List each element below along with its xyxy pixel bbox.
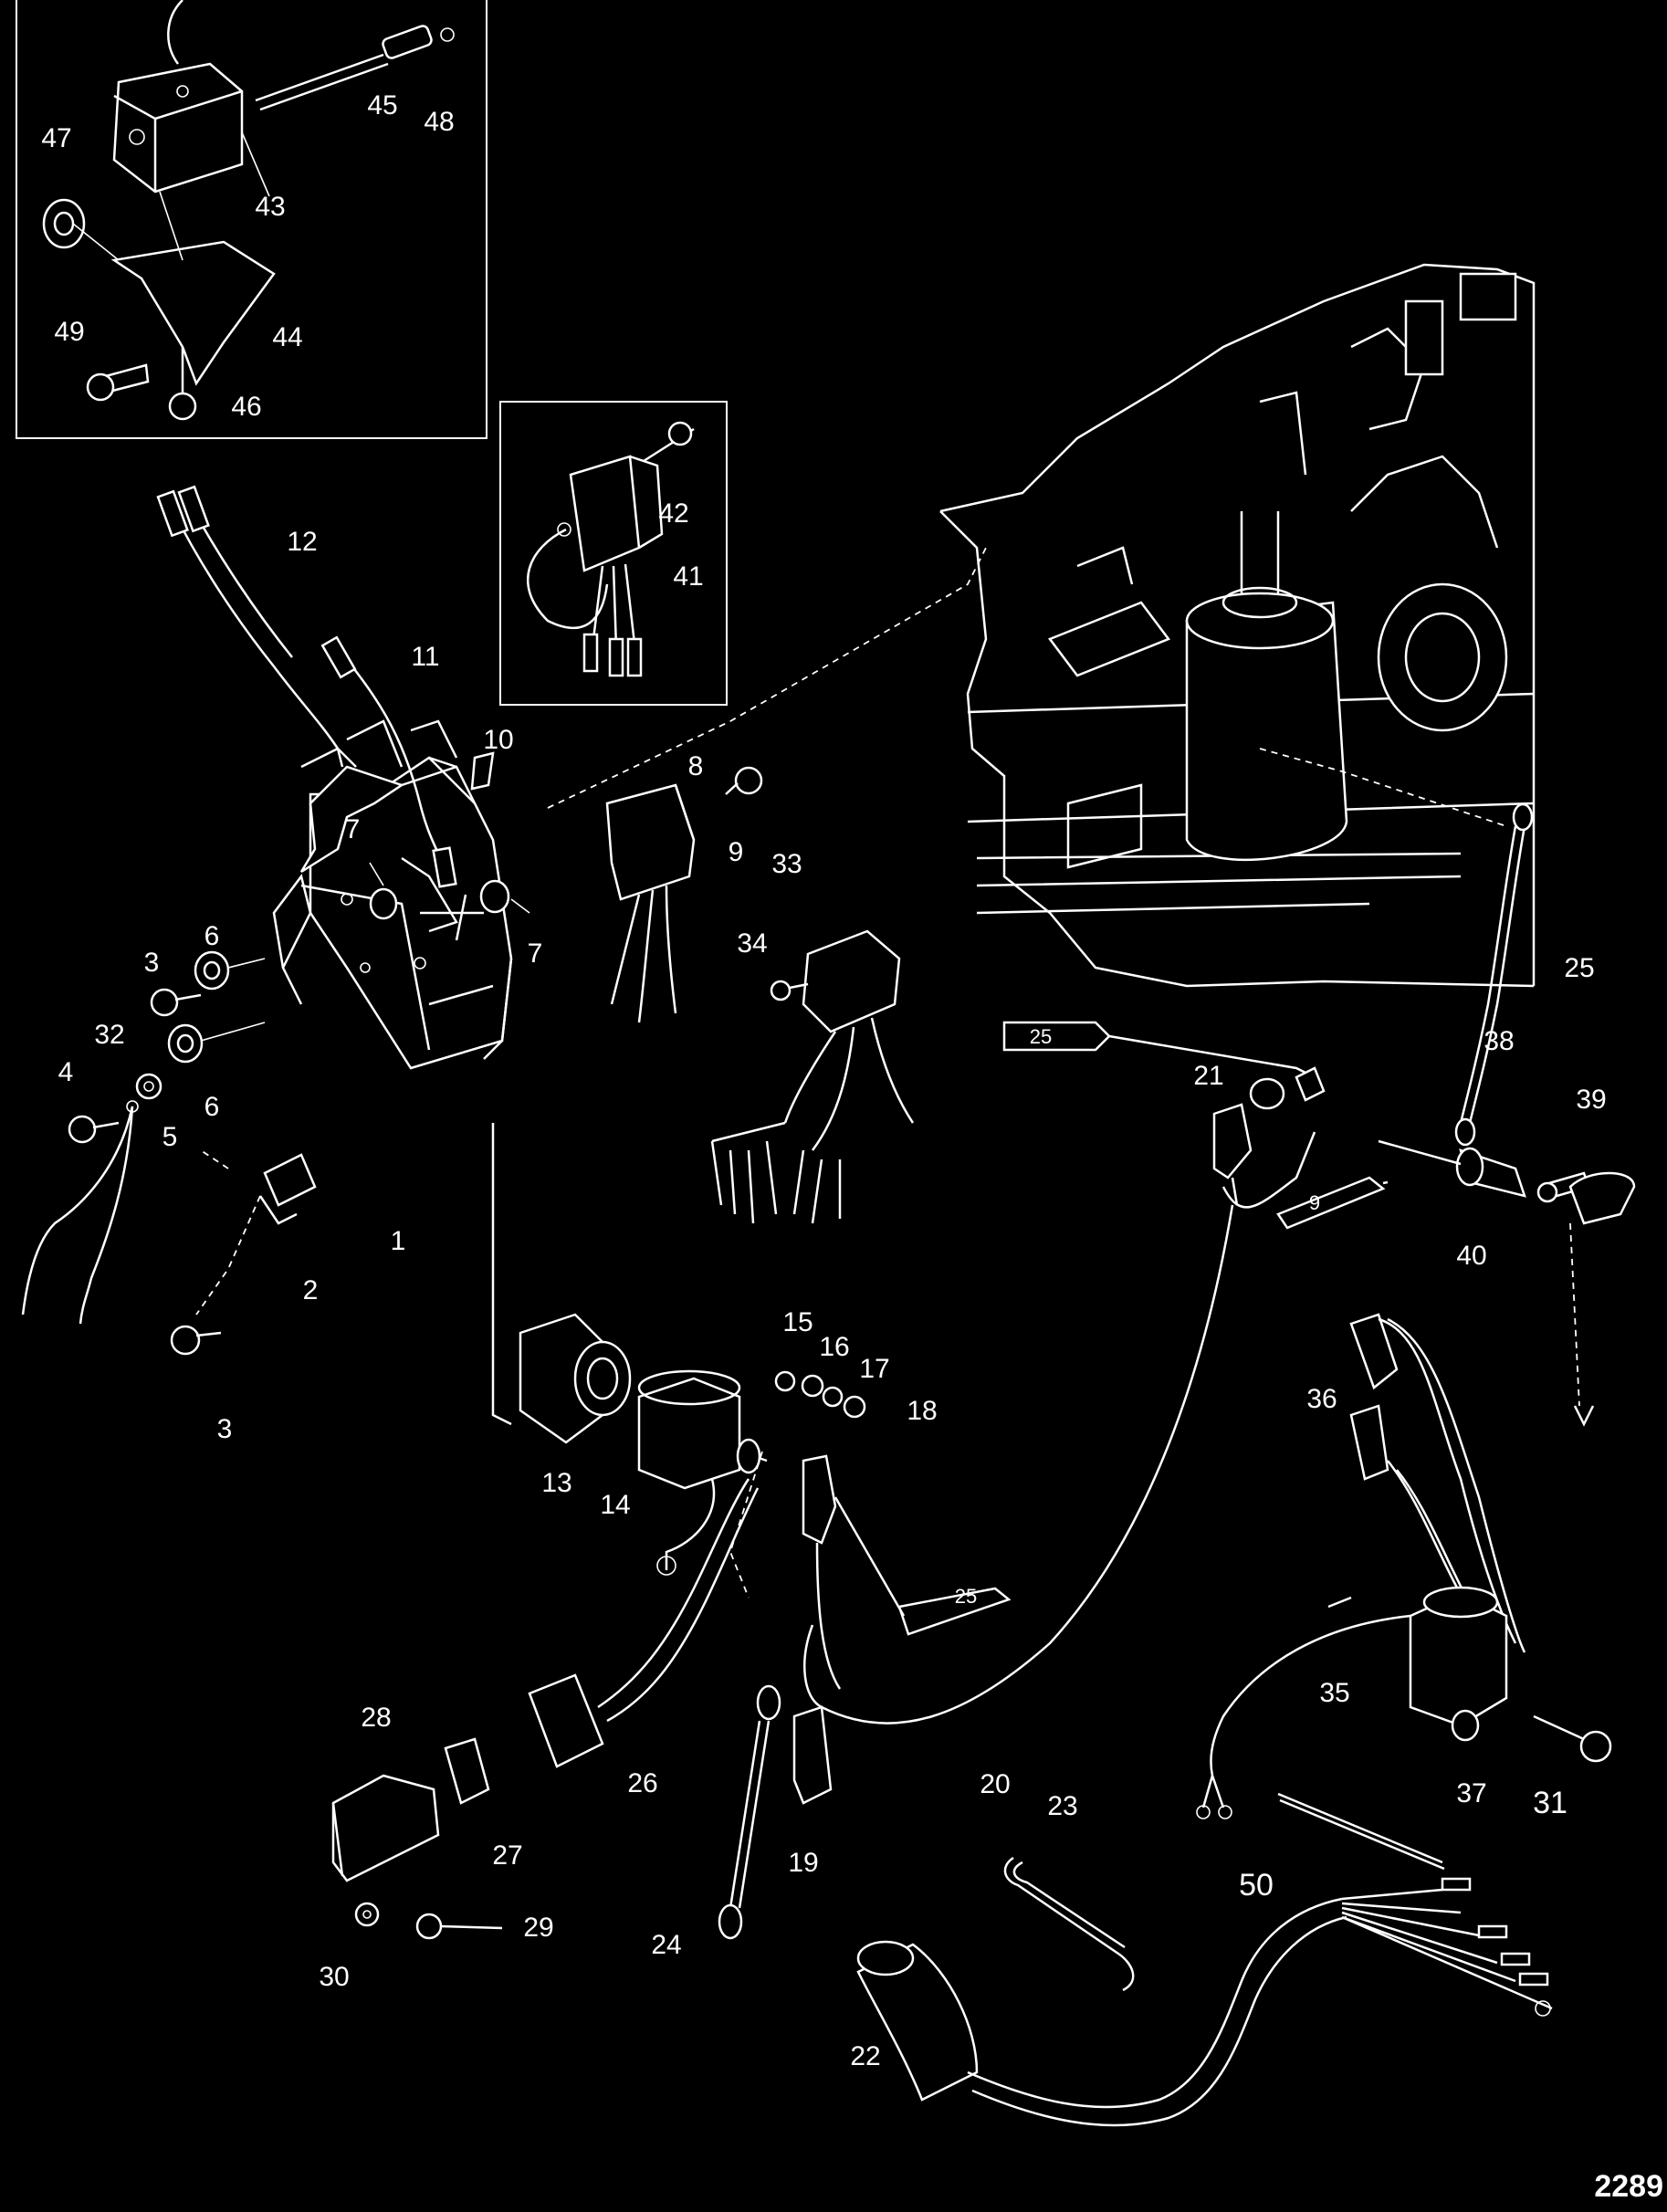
part-label: 21 bbox=[1193, 1061, 1223, 1091]
part-label: 37 bbox=[1456, 1778, 1486, 1808]
ignition-coil bbox=[1196, 1313, 1612, 1819]
leader-line-module bbox=[547, 547, 987, 809]
part-label: 9 bbox=[729, 837, 744, 867]
part-label: 45 bbox=[367, 90, 397, 121]
part-label: 4 bbox=[58, 1057, 74, 1087]
tie-strap-50 bbox=[1277, 1792, 1443, 1864]
part-label: 15 bbox=[782, 1307, 813, 1337]
tube-marking: 25 bbox=[955, 1585, 977, 1608]
part-label: 48 bbox=[424, 107, 454, 137]
part-label: 25 bbox=[1564, 953, 1594, 983]
solenoid-assembly bbox=[491, 1123, 866, 1576]
part-label: 33 bbox=[771, 849, 802, 879]
engine-block bbox=[939, 263, 1536, 988]
part-label: 42 bbox=[658, 498, 688, 529]
main-harness-22 bbox=[856, 1856, 1553, 2127]
part-label: 44 bbox=[272, 322, 302, 352]
module-8 bbox=[605, 766, 763, 1023]
part-label: 5 bbox=[163, 1122, 178, 1152]
module-33 bbox=[710, 929, 915, 1224]
part-label: 43 bbox=[255, 192, 285, 222]
mounting-bracket bbox=[21, 719, 530, 1356]
part-label: 12 bbox=[287, 527, 317, 557]
part-label: 39 bbox=[1576, 1085, 1606, 1115]
part-label: 6 bbox=[204, 921, 220, 951]
part-label: 2 bbox=[303, 1275, 319, 1305]
part-label: 7 bbox=[345, 814, 361, 844]
part-label: 7 bbox=[528, 938, 543, 969]
part-label: 11 bbox=[411, 642, 439, 672]
part-label: 46 bbox=[231, 392, 261, 422]
module-assembly bbox=[526, 421, 695, 677]
part-label: 22 bbox=[850, 2041, 880, 2071]
part-label: 20 bbox=[980, 1769, 1010, 1799]
part-label: 31 bbox=[1533, 1786, 1567, 1820]
part-label: 26 bbox=[627, 1768, 657, 1798]
part-label: 16 bbox=[819, 1332, 849, 1362]
part-label: 13 bbox=[541, 1468, 571, 1498]
part-label: 40 bbox=[1456, 1241, 1486, 1271]
part-label: 23 bbox=[1047, 1791, 1077, 1821]
battery-cables bbox=[331, 1438, 1012, 1940]
part-label: 3 bbox=[217, 1414, 233, 1444]
inset-box-module bbox=[499, 401, 728, 706]
relay-assembly bbox=[42, 0, 455, 421]
tube-marking: 25 bbox=[1030, 1025, 1052, 1048]
part-label: 10 bbox=[483, 725, 513, 755]
part-label: 47 bbox=[41, 123, 71, 153]
part-label: 49 bbox=[54, 317, 84, 347]
part-label: 29 bbox=[523, 1913, 553, 1943]
part-label: 50 bbox=[1239, 1868, 1274, 1903]
ground-cable-25 bbox=[1002, 802, 1636, 1427]
part-label: 38 bbox=[1484, 1026, 1514, 1056]
part-label: 35 bbox=[1319, 1678, 1349, 1708]
inset-box-relay bbox=[16, 0, 488, 439]
part-label: 19 bbox=[788, 1848, 818, 1878]
part-label: 36 bbox=[1306, 1384, 1337, 1414]
part-label: 18 bbox=[907, 1396, 937, 1426]
harness-12-11 bbox=[156, 485, 495, 888]
part-label: 32 bbox=[94, 1020, 124, 1050]
drawing-number: 2289 bbox=[1594, 2169, 1663, 2204]
part-label: 41 bbox=[673, 561, 703, 592]
part-label: 24 bbox=[651, 1930, 681, 1960]
part-label: 3 bbox=[144, 948, 160, 978]
tube-marking: 9 bbox=[1309, 1191, 1320, 1214]
part-label: 14 bbox=[600, 1490, 630, 1520]
part-labels: 1 2 3 3 4 5 6 6 7 7 8 9 10 11 12 13 14 1… bbox=[41, 90, 1606, 2071]
part-label: 28 bbox=[361, 1703, 391, 1733]
part-label: 6 bbox=[204, 1092, 220, 1122]
part-label: 27 bbox=[492, 1840, 522, 1871]
part-label: 17 bbox=[859, 1354, 889, 1384]
part-label: 1 bbox=[391, 1226, 406, 1256]
part-label: 34 bbox=[737, 928, 767, 959]
part-label: 8 bbox=[688, 751, 704, 781]
leader-line-engine bbox=[1259, 748, 1507, 827]
part-label: 30 bbox=[319, 1962, 349, 1992]
cable-21-20 bbox=[803, 1204, 1234, 1725]
